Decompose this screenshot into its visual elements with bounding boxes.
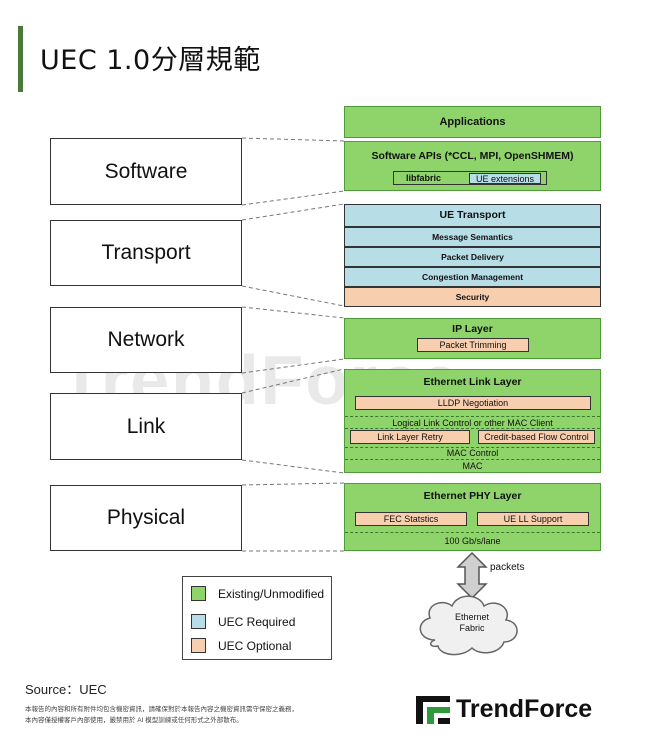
legend-swatch-green: [191, 586, 206, 601]
layer-software: Software: [50, 138, 242, 205]
ethernet-link-layer-box: Ethernet Link Layer LLDP Negotiation Log…: [344, 369, 601, 473]
libfabric-label: libfabric: [406, 173, 442, 183]
layer-physical: Physical: [50, 485, 242, 551]
fec-statistics-box: FEC Statstics: [355, 512, 467, 526]
layer-network: Network: [50, 307, 242, 373]
lldp-box: LLDP Negotiation: [355, 396, 591, 410]
congestion-management-box: Congestion Management: [344, 267, 601, 287]
libfabric-box: libfabric UE extensions: [393, 171, 547, 185]
legend-optional: UEC Optional: [191, 638, 291, 653]
message-semantics-box: Message Semantics: [344, 227, 601, 247]
legend-swatch-blue: [191, 614, 206, 629]
security-box: Security: [344, 287, 601, 307]
ue-ll-support-box: UE LL Support: [477, 512, 589, 526]
legend-optional-label: UEC Optional: [218, 638, 292, 653]
packets-arrow-and-cloud: [419, 551, 518, 656]
cloud-icon: [419, 595, 518, 656]
legend-required: UEC Required: [191, 614, 295, 629]
software-apis-label: Software APIs (*CCL, MPI, OpenSHMEM): [371, 150, 574, 162]
packet-trimming-box: Packet Trimming: [417, 338, 529, 352]
packet-delivery-box: Packet Delivery: [344, 247, 601, 267]
mac-row: MAC: [345, 459, 600, 472]
legend-required-label: UEC Required: [218, 614, 296, 629]
software-apis-box: Software APIs (*CCL, MPI, OpenSHMEM) lib…: [344, 141, 601, 191]
disclaimer-line-2: 本內容僅授權客戶內部使用，嚴禁用於 AI 模型訓練或任何形式之外部散布。: [25, 717, 243, 724]
legend-existing: Existing/Unmodified: [191, 586, 324, 601]
applications-box: Applications: [344, 106, 601, 138]
double-arrow-icon: [456, 551, 488, 600]
ethernet-fabric-label: Ethernet Fabric: [454, 612, 490, 633]
mac-control-row: MAC Control: [345, 447, 600, 459]
ethernet-phy-layer-label: Ethernet PHY Layer: [423, 490, 522, 502]
ethernet-phy-layer-box: Ethernet PHY Layer FEC Statstics UE LL S…: [344, 483, 601, 551]
disclaimer-line-1: 本報告的內容和所有附件均包含機密資訊，請確保對於本報告內容之機密資訊需守保密之義…: [25, 706, 298, 713]
credit-flow-control-box: Credit-based Flow Control: [478, 430, 595, 444]
page-title: UEC 1.0分層規範: [40, 45, 261, 76]
ethernet-link-layer-label: Ethernet Link Layer: [423, 376, 522, 388]
layer-transport: Transport: [50, 220, 242, 286]
packets-label: packets: [490, 562, 525, 573]
title-accent-bar: [18, 26, 23, 92]
layer-link: Link: [50, 393, 242, 460]
trendforce-logo-text: TrendForce: [456, 695, 593, 723]
lane-row: 100 Gb/s/lane: [345, 532, 600, 550]
ue-transport-box: UE Transport: [344, 204, 601, 227]
llc-row: Logical Link Control or other MAC Client: [345, 416, 600, 429]
ip-layer-box: IP Layer Packet Trimming: [344, 318, 601, 359]
legend-swatch-orange: [191, 638, 206, 653]
link-layer-retry-box: Link Layer Retry: [350, 430, 470, 444]
legend-existing-label: Existing/Unmodified: [218, 586, 325, 601]
trendforce-logo-icon: [416, 696, 450, 724]
ue-extensions-label: UE extensions: [469, 173, 541, 184]
source-text: Source：UEC: [25, 682, 107, 697]
legend: Existing/Unmodified UEC Required UEC Opt…: [182, 576, 332, 660]
ip-layer-label: IP Layer: [452, 323, 493, 335]
